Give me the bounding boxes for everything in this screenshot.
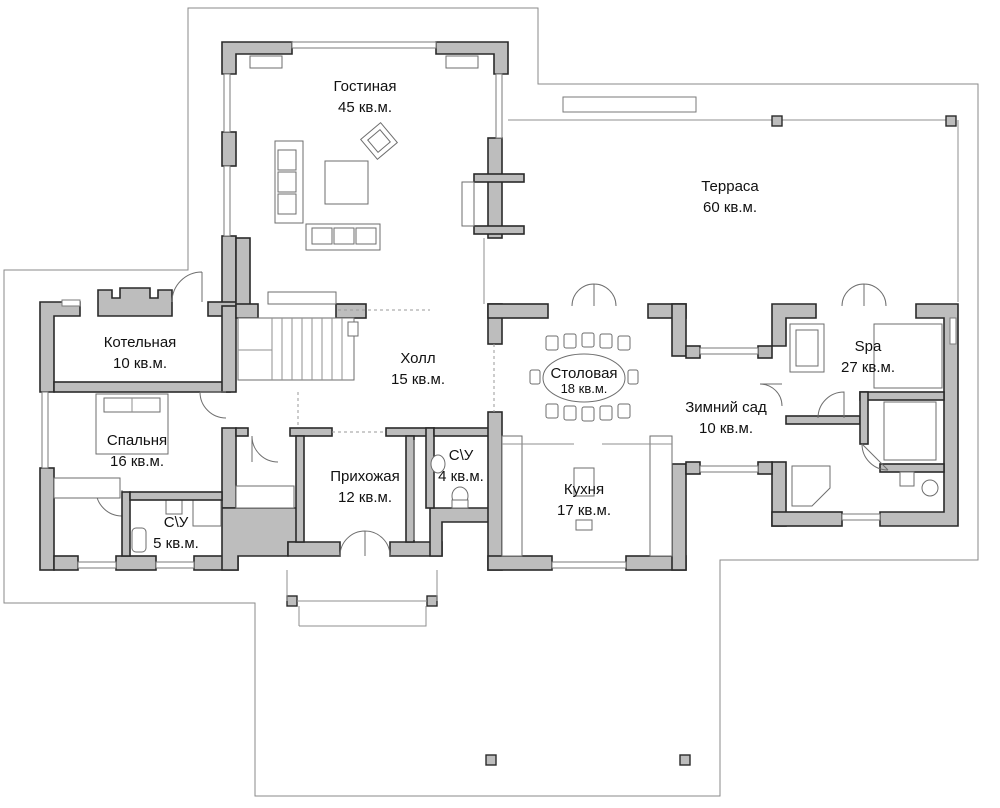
area-gostinaya: 45 кв.м. bbox=[338, 99, 392, 116]
area-kuhnya: 17 кв.м. bbox=[557, 502, 611, 519]
main-walls bbox=[39, 237, 959, 571]
area-terrasa: 60 кв.м. bbox=[703, 199, 757, 216]
staircase bbox=[237, 317, 359, 381]
label-stolovaya: Столовая bbox=[550, 365, 617, 382]
window-bedroom-bottom-1 bbox=[77, 561, 117, 569]
posts bbox=[286, 115, 957, 766]
window-winter-bottom bbox=[699, 465, 759, 473]
label-gostinaya: Гостиная bbox=[334, 78, 397, 95]
window-bedroom-left bbox=[41, 391, 49, 469]
area-su-bedroom: 5 кв.м. bbox=[153, 535, 199, 552]
label-prihozhaya: Прихожая bbox=[330, 468, 400, 485]
bath-bedroom bbox=[192, 499, 222, 527]
sofa-bottom bbox=[305, 223, 381, 251]
armchair bbox=[359, 121, 399, 161]
bed bbox=[95, 393, 169, 455]
living-sill-left bbox=[249, 55, 283, 69]
label-zimniy-sad: Зимний сад bbox=[685, 399, 767, 416]
window-winter-top bbox=[699, 347, 759, 355]
label-spa: Spa bbox=[855, 338, 882, 355]
entry-closet bbox=[235, 485, 295, 509]
living-window-right bbox=[495, 73, 503, 139]
sink-bedroom bbox=[131, 527, 147, 553]
sink-wc bbox=[430, 454, 446, 474]
area-su-small: 4 кв.м. bbox=[438, 468, 484, 485]
living-window-left-2 bbox=[223, 165, 231, 237]
window-spa-right bbox=[949, 317, 957, 345]
area-prihozhaya: 12 кв.м. bbox=[338, 489, 392, 506]
toilet-bedroom bbox=[165, 499, 183, 515]
living-window-left bbox=[223, 73, 231, 133]
area-kotelnaya: 10 кв.м. bbox=[113, 355, 167, 372]
area-stolovaya: 18 кв.м. bbox=[561, 381, 608, 396]
sofa-left bbox=[274, 140, 304, 224]
hall-cabinet bbox=[267, 291, 337, 305]
area-zimniy-sad: 10 кв.м. bbox=[699, 420, 753, 437]
dining-table bbox=[529, 332, 639, 422]
label-su-small: С\У bbox=[449, 447, 474, 464]
label-kotelnaya: Котельная bbox=[104, 334, 177, 351]
label-su-bedroom: С\У bbox=[164, 514, 189, 531]
area-spa: 27 кв.м. bbox=[841, 359, 895, 376]
label-holl: Холл bbox=[400, 350, 435, 367]
label-kuhnya: Кухня bbox=[564, 481, 604, 498]
window-bedroom-bottom-2 bbox=[155, 561, 195, 569]
area-holl: 15 кв.м. bbox=[391, 371, 445, 388]
site-outline bbox=[3, 7, 979, 797]
window-boiler-top bbox=[61, 299, 81, 307]
window-spa-bottom bbox=[841, 513, 881, 521]
living-window-top bbox=[291, 41, 437, 49]
living-sill-right bbox=[445, 55, 479, 69]
fireplace bbox=[461, 181, 475, 227]
terrace-outline bbox=[508, 119, 959, 302]
doors bbox=[95, 271, 889, 557]
coffee-table bbox=[324, 160, 369, 205]
wardrobe bbox=[53, 477, 121, 499]
window-kitchen-bottom bbox=[551, 561, 627, 569]
kitchen-fittings bbox=[501, 435, 673, 557]
label-spalnya: Спальня bbox=[107, 432, 167, 449]
porch-outline bbox=[286, 570, 438, 627]
area-spalnya: 16 кв.м. bbox=[110, 453, 164, 470]
spa-fittings bbox=[789, 323, 943, 507]
label-terrasa: Терраса bbox=[701, 178, 759, 195]
terrace-bench bbox=[562, 96, 697, 113]
